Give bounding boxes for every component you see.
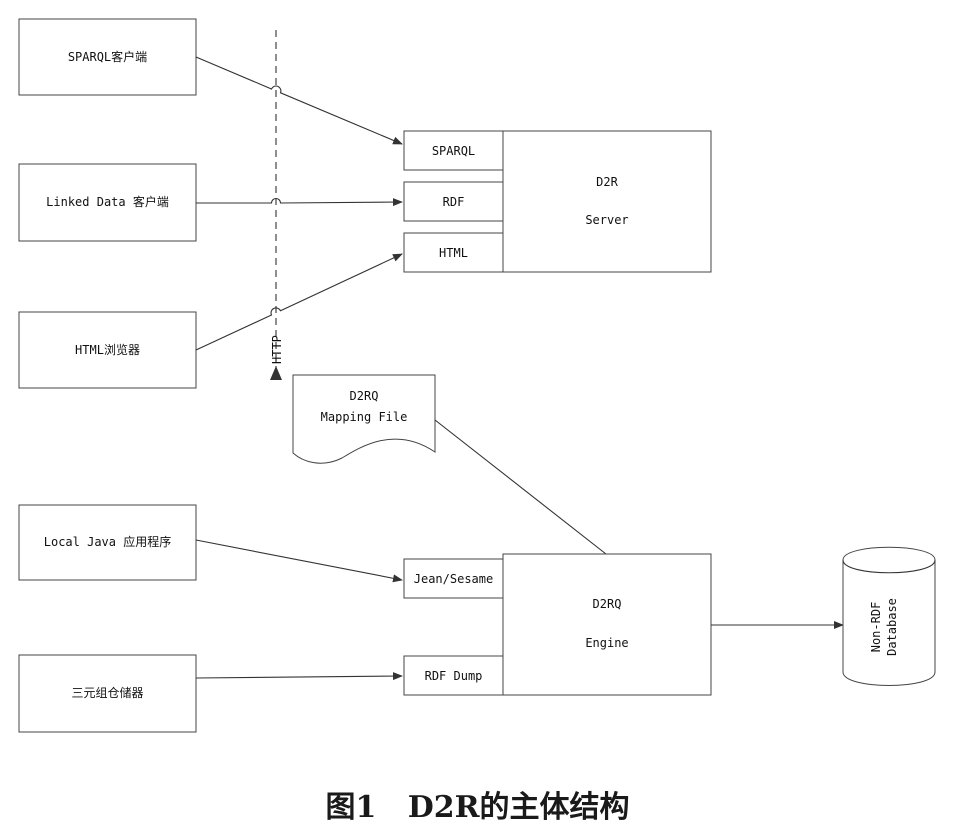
sparql-port-label: SPARQL (432, 144, 475, 158)
d2r-server-title-1: D2R (596, 175, 618, 189)
html-browser-label: HTML浏览器 (75, 342, 140, 357)
linked-data-client-label: Linked Data 客户端 (46, 194, 169, 209)
mapping-file-line-1: D2RQ (350, 389, 379, 403)
database-cylinder-body (842, 546, 936, 686)
database-label-line-1: Non-RDF (869, 602, 883, 653)
non-rdf-database: Non-RDF Database (842, 546, 936, 686)
jena-sesame-port-box (403, 558, 504, 599)
d2rq-engine-title-1: D2RQ (593, 597, 622, 611)
figure-caption: 图1 D2R的主体结构 (325, 790, 630, 825)
triple-store-box (18, 654, 197, 733)
rdf-port-label: RDF (443, 195, 465, 209)
client-sparql: SPARQL客户端 (18, 18, 197, 96)
d2rq-engine-box (502, 553, 712, 696)
http-arrow-head (270, 366, 282, 380)
d2r-server-title-2: Server (585, 213, 628, 227)
mapping-file-line-2: Mapping File (321, 410, 408, 424)
html-port-label: HTML (439, 246, 468, 260)
arrow-local-java-to-engine (195, 539, 403, 583)
client-linked-data: Linked Data 客户端 (18, 163, 197, 242)
arrow-triple-store-to-engine (195, 672, 403, 681)
sparql-client-label: SPARQL客户端 (68, 49, 147, 64)
arrow-linked-data-to-server (196, 197, 403, 207)
jena-sesame-port-label: Jean/Sesame (414, 572, 493, 586)
local-java-label: Local Java 应用程序 (44, 534, 171, 549)
mapping-file-shape (292, 374, 436, 464)
d2rq-engine-title-2: Engine (585, 636, 628, 650)
sparql-port-box (403, 130, 504, 171)
mapping-file-connector (434, 419, 607, 555)
database-cylinder-rim (842, 559, 936, 574)
triple-store-label: 三元组仓储器 (71, 685, 143, 700)
client-triple-store: 三元组仓储器 (18, 654, 197, 733)
d2rq-engine: D2RQ Engine Jean/Sesame RDF Dump (403, 553, 712, 696)
http-label: HTTP (270, 335, 284, 364)
database-label-line-2: Database (885, 598, 899, 656)
d2r-server: D2R Server SPARQL RDF HTML (403, 130, 712, 273)
sparql-client-box (18, 18, 197, 96)
local-java-box (18, 504, 197, 581)
rdf-dump-port-box (403, 655, 504, 696)
mapping-file: D2RQ Mapping File (292, 374, 436, 464)
d2r-server-box (502, 130, 712, 273)
rdf-port-box (403, 181, 504, 222)
client-html-browser: HTML浏览器 (18, 311, 197, 389)
arrow-html-browser-to-server (195, 253, 403, 351)
rdf-dump-port-label: RDF Dump (425, 669, 483, 683)
client-local-java: Local Java 应用程序 (18, 504, 197, 581)
http-boundary: HTTP (270, 30, 284, 380)
html-port-box (403, 232, 504, 273)
arrow-sparql-to-server (195, 56, 403, 145)
d2r-architecture-diagram: HTTP SPARQL客户端 Linked Data 客户端 HTML浏览器 L… (18, 18, 936, 733)
linked-data-client-box (18, 163, 197, 242)
